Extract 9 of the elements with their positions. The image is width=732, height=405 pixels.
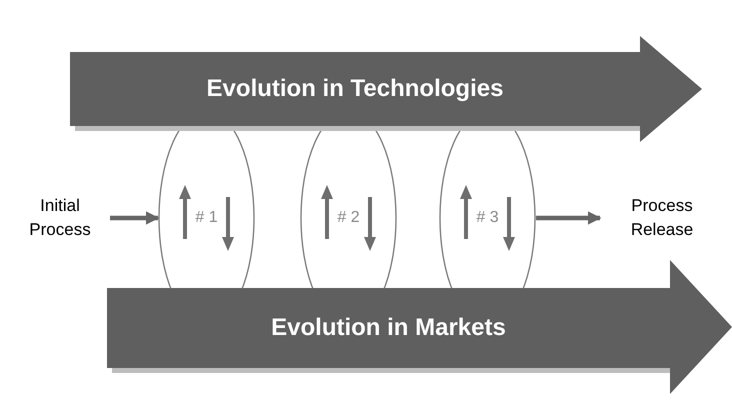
stage-label: Initial Process [28, 195, 92, 241]
arrow [536, 211, 602, 225]
step-number: # 2 [337, 208, 360, 228]
stage-label: Process Release [630, 195, 694, 241]
step-number: # 3 [476, 208, 499, 228]
arrow-label: Evolution in Technologies [206, 74, 504, 104]
step-number: # 1 [195, 208, 218, 228]
arrow [110, 211, 160, 225]
arrow-label: Evolution in Markets [271, 313, 506, 343]
